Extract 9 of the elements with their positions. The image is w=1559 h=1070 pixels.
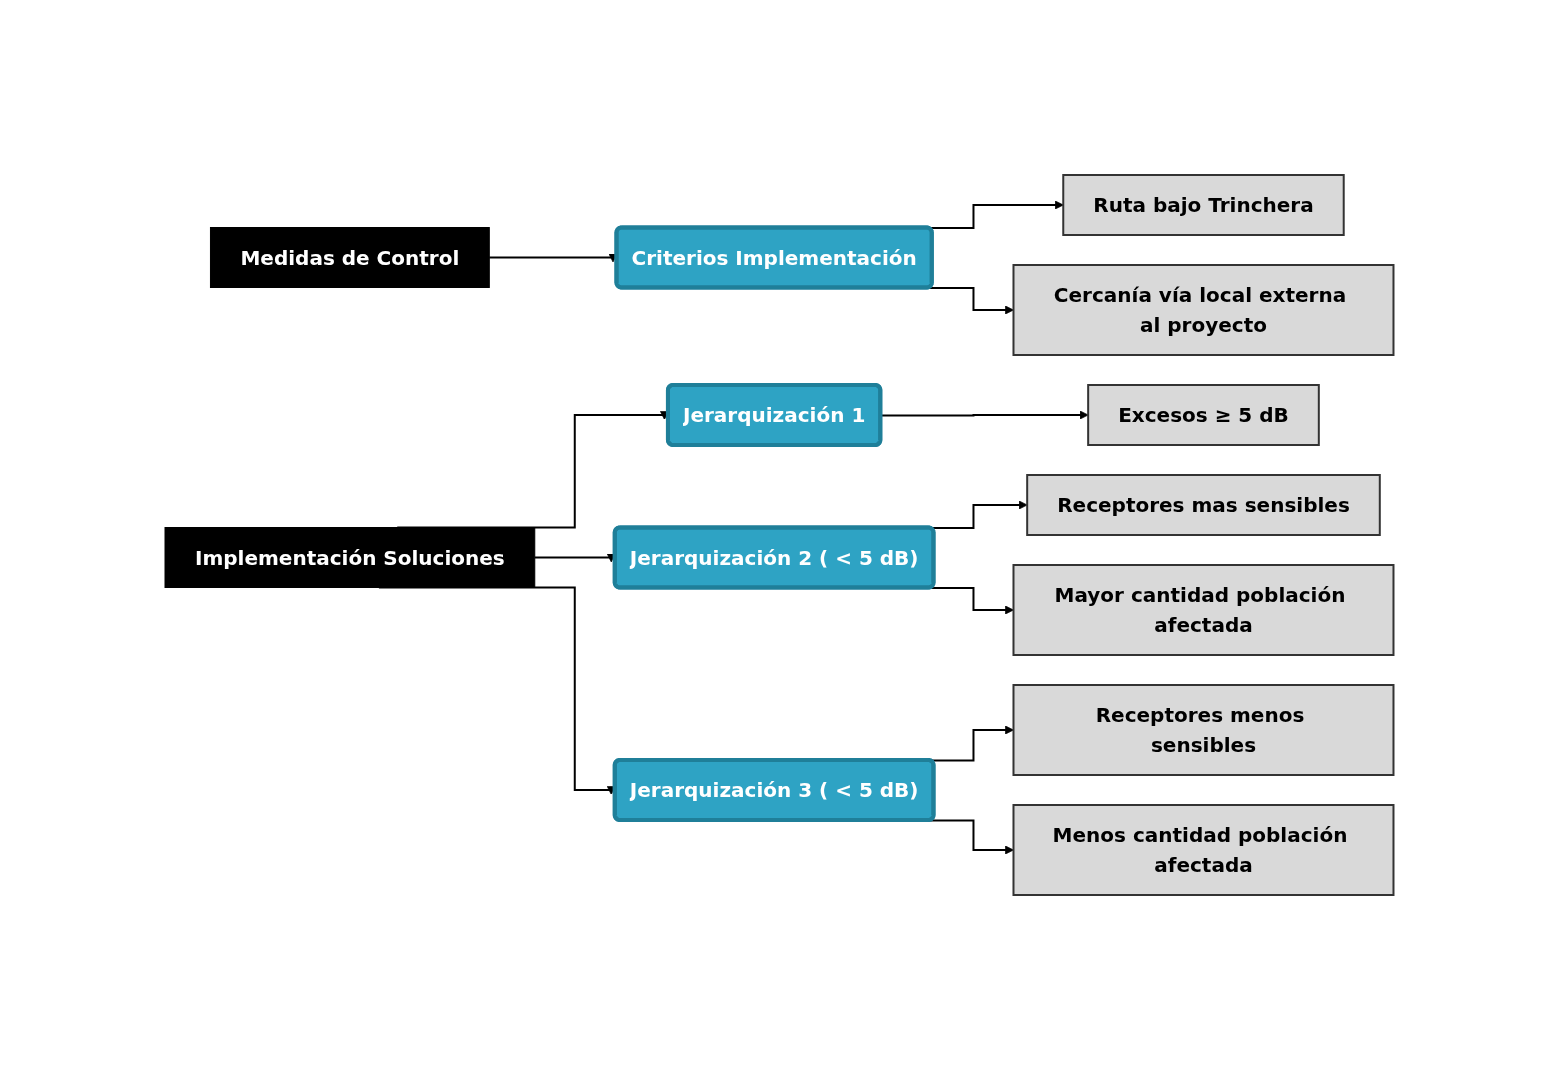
node-box: Implementación Soluciones (164, 527, 536, 588)
node-box: Receptores mas sensibles (1026, 474, 1382, 536)
node-box: Excesos ≥ 5 dB (1087, 384, 1321, 446)
node-box: Medidas de Control (210, 227, 491, 288)
node-box: Receptores menos sensibles (1012, 684, 1395, 776)
node-box: Ruta bajo Trinchera (1062, 174, 1345, 236)
node-box: Cercanía vía local externa al proyecto (1012, 264, 1395, 356)
node-box: Menos cantidad población afectada (1012, 804, 1395, 896)
node-box: Mayor cantidad población afectada (1012, 564, 1395, 656)
